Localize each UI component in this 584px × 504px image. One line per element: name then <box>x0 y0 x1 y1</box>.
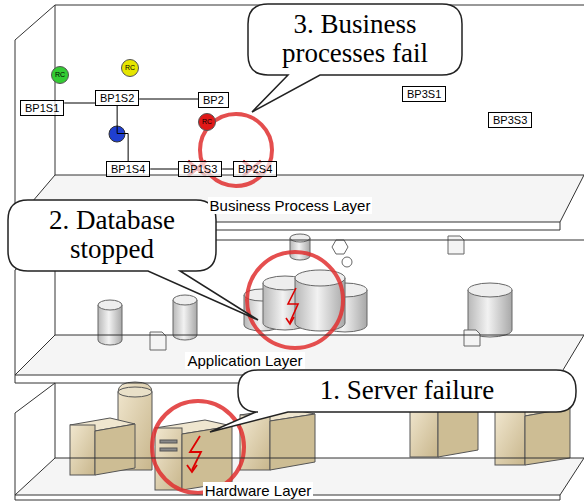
layer-label: Application Layer <box>185 352 304 369</box>
process-step-label: BP2 <box>203 94 224 106</box>
layer-label: Hardware Layer <box>203 482 314 499</box>
process-link <box>117 106 128 161</box>
rc-label: RC <box>55 71 65 78</box>
callout-shape <box>8 200 258 320</box>
callout-bubble: 3. Business processes fail <box>248 4 462 75</box>
process-step-box: BP1S1 <box>20 100 64 116</box>
process-step-box: BP2 <box>198 92 229 108</box>
callout-text: 2. Database stopped <box>18 206 206 264</box>
rc-label: RC <box>125 64 135 71</box>
rc-circle: RC <box>121 59 139 77</box>
process-step-box: BP2S4 <box>233 161 277 177</box>
process-link <box>64 103 95 104</box>
process-link <box>139 99 198 100</box>
layer-edge <box>15 5 584 230</box>
rc-label: RC <box>202 118 212 125</box>
process-step-box: BP3S1 <box>402 86 446 102</box>
process-step-label: BP2S4 <box>238 163 272 175</box>
callout-shape <box>248 4 462 112</box>
process-step-label: BP3S3 <box>493 114 527 126</box>
process-step-box: BP1S2 <box>95 90 139 106</box>
rc-circle: RC <box>51 66 69 84</box>
process-step-label: BP1S3 <box>183 163 217 175</box>
process-step-box: BP3S3 <box>488 112 532 128</box>
callout-text: 1. Server failure <box>248 376 566 405</box>
process-link <box>222 169 233 170</box>
rc-circle: RC <box>198 113 216 131</box>
process-link <box>150 169 178 170</box>
process-step-label: BP1S4 <box>111 163 145 175</box>
process-step-box: BP1S3 <box>178 161 222 177</box>
callout-bubble: 1. Server failure <box>238 370 576 412</box>
callout-text: 3. Business processes fail <box>258 10 452 68</box>
process-step-label: BP1S1 <box>25 102 59 114</box>
process-step-label: BP3S1 <box>407 88 441 100</box>
callout-shape <box>210 370 576 432</box>
callout-bubble: 2. Database stopped <box>8 200 216 271</box>
process-step-label: BP1S2 <box>100 92 134 104</box>
layer-label: Business Process Layer <box>208 197 373 214</box>
process-step-box: BP1S4 <box>106 161 150 177</box>
